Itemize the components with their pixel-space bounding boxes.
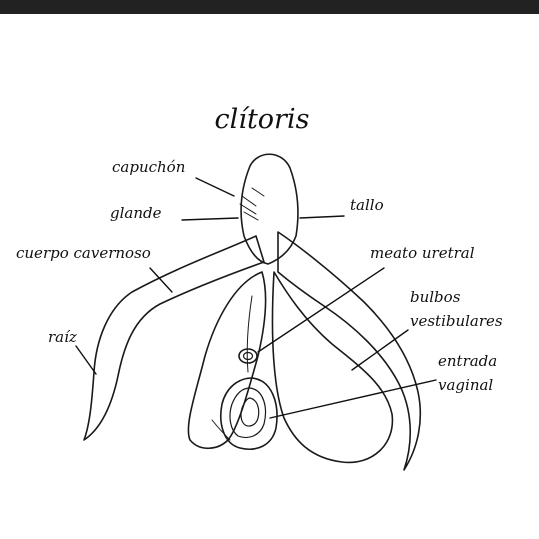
label-entrada-line2: vaginal bbox=[438, 376, 493, 394]
leader-glande bbox=[181, 217, 239, 221]
bulb-inner-stroke-1 bbox=[246, 295, 253, 373]
urethral-meatus bbox=[238, 348, 258, 364]
right-vestibular-bulb bbox=[271, 271, 394, 464]
label-entrada-line1: entrada bbox=[438, 352, 497, 370]
window-top-bar bbox=[0, 0, 539, 14]
leader-capuchon bbox=[195, 177, 235, 197]
urethral-meatus-inner bbox=[242, 351, 254, 361]
label-capuchon: capuchón bbox=[112, 158, 185, 176]
label-bulbos-line2: vestibulares bbox=[410, 312, 503, 330]
vaginal-opening bbox=[220, 377, 278, 450]
diagram-title: clítoris bbox=[215, 104, 310, 135]
vaginal-opening-ring-1 bbox=[229, 387, 267, 439]
glans-hatch-1 bbox=[241, 195, 257, 207]
leader-tallo bbox=[299, 215, 345, 219]
label-tallo: tallo bbox=[350, 196, 384, 214]
label-bulbos-line1: bulbos bbox=[410, 288, 461, 306]
vaginal-opening-ring-2 bbox=[240, 397, 260, 427]
leader-raiz bbox=[75, 345, 97, 375]
label-meato-uretral: meato uretral bbox=[370, 244, 475, 262]
bulb-inner-stroke-2 bbox=[211, 419, 231, 441]
leader-bulbos bbox=[351, 329, 409, 371]
glans-hatch-4 bbox=[251, 187, 265, 197]
glans-hatch-2 bbox=[239, 203, 257, 215]
clitoral-body bbox=[240, 153, 299, 265]
label-cuerpo-cavernoso: cuerpo cavernoso bbox=[16, 244, 151, 262]
left-vestibular-bulb bbox=[187, 271, 267, 450]
label-glande: glande bbox=[110, 204, 162, 222]
glans-hatch-3 bbox=[243, 211, 259, 221]
leader-entrada bbox=[269, 379, 437, 419]
leader-meato-uretral bbox=[257, 267, 385, 353]
leader-cuerpo-cavernoso bbox=[149, 267, 173, 293]
right-crus bbox=[277, 231, 422, 471]
left-crus bbox=[83, 235, 265, 441]
label-raiz: raíz bbox=[48, 328, 77, 346]
